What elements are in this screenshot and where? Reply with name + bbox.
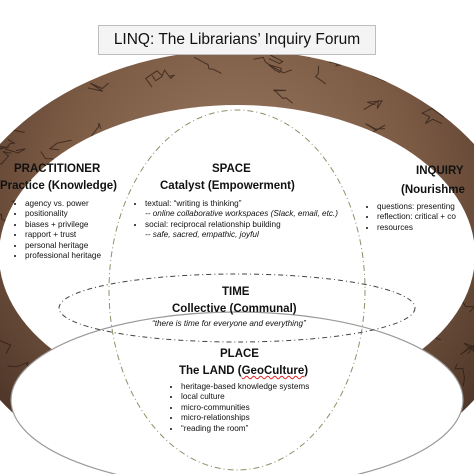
- inquiry-heading: INQUIRY: [416, 165, 464, 177]
- earth-crack: [48, 139, 72, 151]
- time-quote: “there is time for everyone and everythi…: [152, 319, 306, 328]
- practitioner-item: professional heritage: [25, 251, 101, 261]
- time-oval: [58, 273, 416, 343]
- space-item-note: -- online collaborative workspaces (Slac…: [145, 209, 338, 219]
- earth-crack: [165, 8, 210, 21]
- earth-crack: [434, 451, 444, 459]
- earth-crack: [457, 419, 473, 447]
- earth-crack: [246, 6, 260, 14]
- diagram-title: LINQ: The Librarians’ Inquiry Forum: [98, 25, 376, 55]
- inquiry-item: questions: presenting: [377, 202, 456, 212]
- place-item: local culture: [181, 392, 309, 402]
- practitioner-item: agency vs. power: [25, 199, 101, 209]
- earth-crack: [354, 0, 371, 11]
- practitioner-item: biases + privilege: [25, 220, 101, 230]
- practitioner-item: personal heritage: [25, 241, 101, 251]
- earth-crack: [65, 18, 80, 25]
- earth-crack: [274, 3, 290, 16]
- place-item: micro-relationships: [181, 413, 309, 423]
- space-item-text: social: reciprocal relationship building: [145, 219, 281, 229]
- space-oval: [108, 109, 366, 471]
- space-subheading: Catalyst (Empowerment): [160, 180, 295, 192]
- earth-crack: [459, 297, 474, 313]
- time-heading: TIME: [222, 286, 250, 298]
- time-subheading: Collective (Communal): [172, 303, 297, 315]
- practitioner-subheading: Practice (Knowledge): [0, 180, 117, 192]
- earth-crack: [363, 99, 383, 111]
- space-item-text: textual: “writing is thinking”: [145, 199, 242, 208]
- earth-crack: [268, 54, 284, 65]
- place-ellipse: [10, 311, 464, 474]
- earth-crack: [426, 8, 445, 14]
- inquiry-subheading: (Nourishme: [401, 184, 465, 196]
- earth-crack: [29, 50, 44, 61]
- earth-crack: [388, 63, 405, 87]
- earth-crack: [144, 70, 163, 88]
- earth-crack: [376, 60, 393, 74]
- practitioner-item: rapport + trust: [25, 230, 101, 240]
- inquiry-item: resources: [377, 223, 456, 233]
- inquiry-list: questions: presenting reflection: critic…: [366, 202, 456, 233]
- earth-crack: [25, 50, 40, 69]
- place-heading: PLACE: [220, 348, 259, 360]
- earth-crack: [253, 56, 292, 74]
- earth-crack: [314, 65, 326, 85]
- earth-crack: [92, 12, 106, 19]
- place-item: micro-communities: [181, 403, 309, 413]
- earth-crack: [193, 56, 222, 74]
- place-item: heritage-based knowledge systems: [181, 382, 309, 392]
- space-item: textual: “writing is thinking” -- online…: [145, 199, 338, 220]
- earth-crack: [455, 50, 474, 60]
- place-subheading: The LAND (GeoCulture): [179, 365, 308, 377]
- earth-crack: [151, 69, 176, 82]
- place-subheading-mark: GeoCulture: [241, 365, 305, 377]
- earth-crack: [0, 69, 20, 87]
- earth-crack: [365, 123, 386, 133]
- earth-crack: [87, 82, 109, 92]
- place-list: heritage-based knowledge systems local c…: [170, 382, 309, 434]
- earth-crack: [78, 0, 109, 16]
- earth-crack: [50, 78, 74, 92]
- inquiry-item: reflection: critical + co: [377, 212, 456, 222]
- practitioner-heading: PRACTITIONER: [14, 163, 101, 175]
- earth-crack: [4, 139, 26, 154]
- earth-crack: [421, 107, 445, 125]
- earth-crack: [268, 64, 283, 74]
- practitioner-item: positionality: [25, 209, 101, 219]
- place-subheading-pre: The LAND (: [179, 365, 242, 377]
- place-item: “reading the room”: [181, 424, 309, 434]
- earth-crack: [0, 333, 12, 355]
- earth-crack: [114, 1, 128, 16]
- earth-crack: [109, 7, 135, 22]
- space-item-note: -- safe, sacred, empathic, joyful: [145, 230, 259, 240]
- earth-crack: [68, 17, 88, 27]
- earth-crack: [0, 151, 12, 165]
- earth-crack: [454, 363, 466, 387]
- space-item: social: reciprocal relationship building…: [145, 220, 338, 241]
- earth-crack: [460, 342, 474, 356]
- practitioner-list: agency vs. power positionality biases + …: [14, 199, 101, 261]
- space-heading: SPACE: [212, 163, 251, 175]
- space-list: textual: “writing is thinking” -- online…: [134, 199, 338, 241]
- earth-crack: [273, 89, 293, 104]
- place-subheading-post: ): [304, 365, 309, 377]
